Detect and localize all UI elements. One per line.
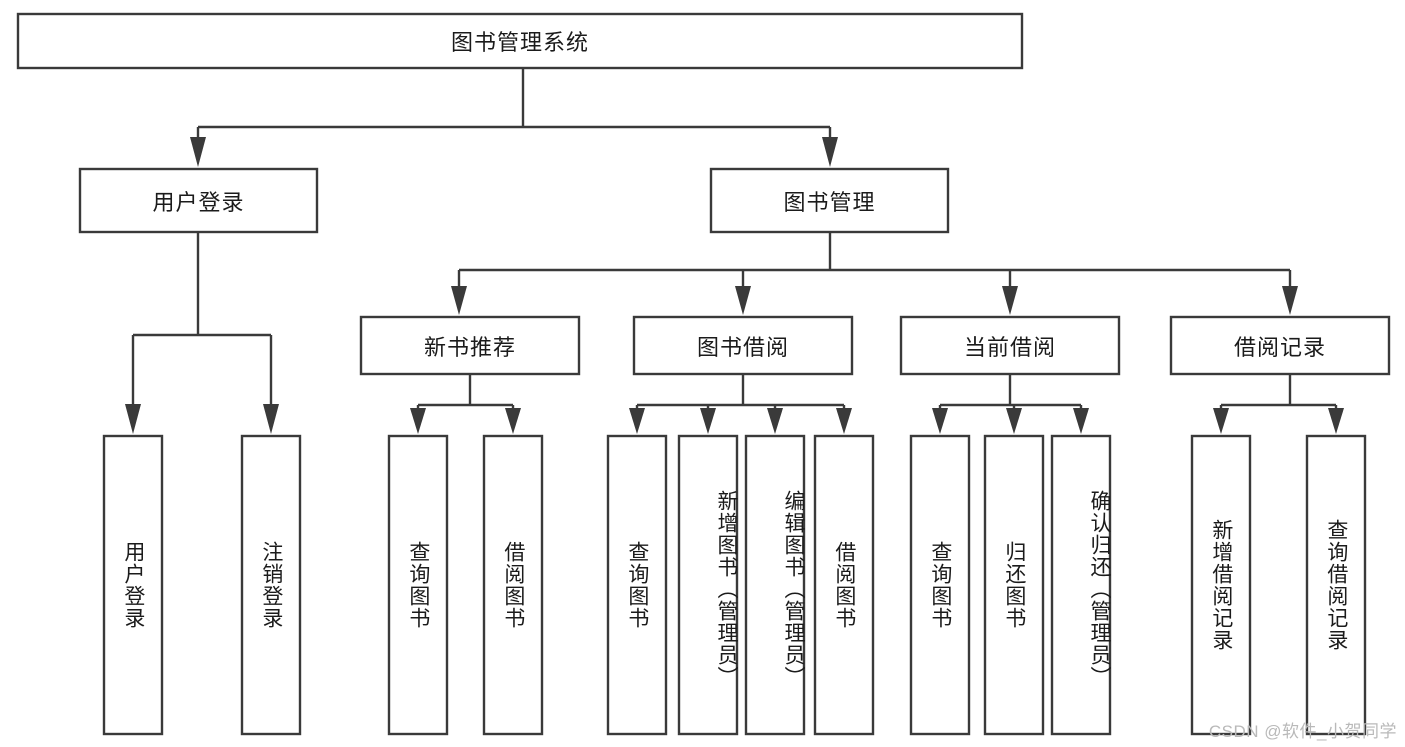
node-box-new-book-recommend[interactable] xyxy=(359,315,581,376)
node-box-user-login[interactable] xyxy=(78,167,319,234)
leaf-box-query-book-2[interactable] xyxy=(606,434,668,736)
leaf-box-user-login[interactable] xyxy=(102,434,164,736)
node-box-borrow-record[interactable] xyxy=(1169,315,1391,376)
arrowhead-leaf-logout xyxy=(263,404,279,434)
node-box-current-borrow[interactable] xyxy=(899,315,1121,376)
leaf-box-borrow-book-2[interactable] xyxy=(813,434,875,736)
arrowhead-leaf-return-book xyxy=(1006,408,1022,434)
leaf-box-confirm-return-admin[interactable] xyxy=(1050,434,1112,736)
arrowhead-leaf-add-borrow-record xyxy=(1213,408,1229,434)
leaf-box-add-book-admin[interactable] xyxy=(677,434,739,736)
leaf-box-borrow-book-1[interactable] xyxy=(482,434,544,736)
node-box-book-borrow[interactable] xyxy=(632,315,854,376)
leaf-box-query-book-3[interactable] xyxy=(909,434,971,736)
arrowhead-leaf-query-borrow-record xyxy=(1328,408,1344,434)
arrowhead-leaf-edit-book-admin xyxy=(767,408,783,434)
arrowhead-leaf-borrow-book-2 xyxy=(836,408,852,434)
arrowhead-leaf-query-book-1 xyxy=(410,408,426,434)
arrowhead-current-borrow xyxy=(1002,286,1018,315)
arrowhead-book-borrow xyxy=(735,286,751,315)
leaf-box-add-borrow-record[interactable] xyxy=(1190,434,1252,736)
leaf-box-edit-book-admin[interactable] xyxy=(744,434,806,736)
leaf-box-return-book[interactable] xyxy=(983,434,1045,736)
arrowhead-leaf-add-book-admin xyxy=(700,408,716,434)
arrowhead-new-book-recommend xyxy=(451,286,467,315)
arrowhead-leaf-query-book-2 xyxy=(629,408,645,434)
node-box-root[interactable] xyxy=(16,12,1024,70)
leaf-box-query-borrow-record[interactable] xyxy=(1305,434,1367,736)
arrowhead-leaf-user-login xyxy=(125,404,141,434)
arrowhead-leaf-borrow-book-1 xyxy=(505,408,521,434)
node-box-book-management[interactable] xyxy=(709,167,950,234)
leaf-box-logout[interactable] xyxy=(240,434,302,736)
arrowhead-leaf-query-book-3 xyxy=(932,408,948,434)
arrowhead-leaf-confirm-return-admin xyxy=(1073,408,1089,434)
arrowhead-book-management xyxy=(822,137,838,167)
leaf-box-query-book-1[interactable] xyxy=(387,434,449,736)
arrowhead-user-login xyxy=(190,137,206,167)
arrowhead-borrow-record xyxy=(1282,286,1298,315)
